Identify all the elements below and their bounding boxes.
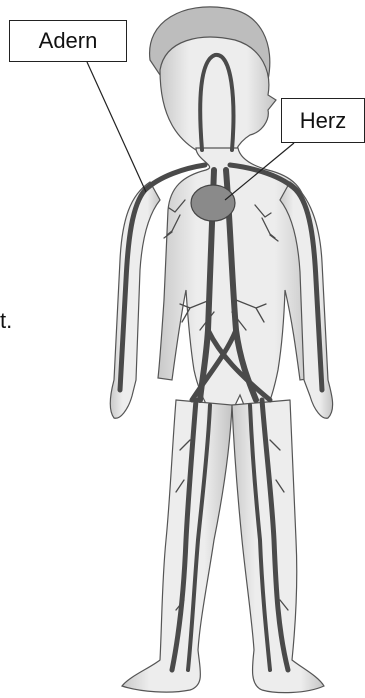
label-adern: Adern [9, 20, 127, 62]
label-herz: Herz [281, 98, 365, 143]
adern-leader-line [87, 62, 146, 192]
heart-icon [191, 185, 235, 221]
right-leg [232, 400, 324, 693]
stray-text: t. [0, 310, 12, 332]
